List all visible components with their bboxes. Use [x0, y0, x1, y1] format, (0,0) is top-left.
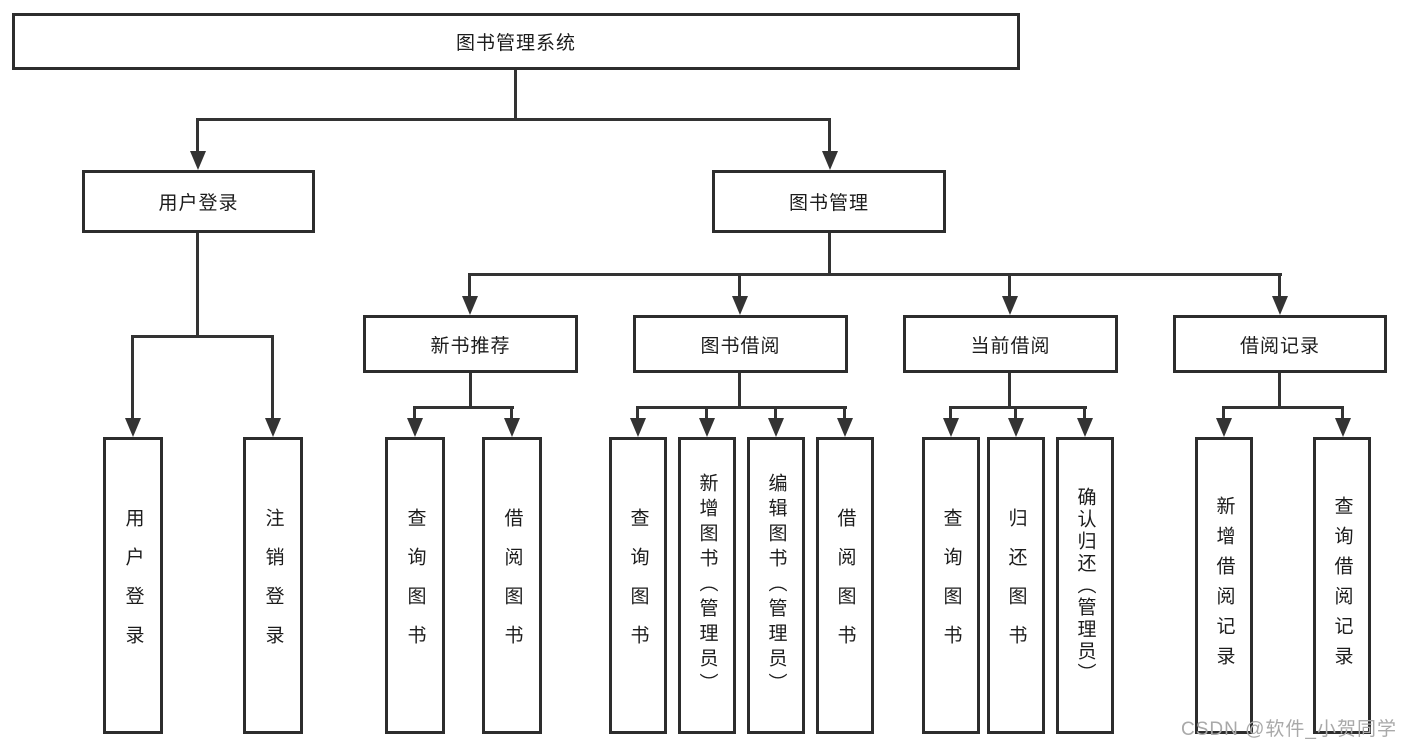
connector-line	[196, 233, 199, 337]
arrowhead-down-icon	[407, 418, 423, 437]
leaf-recommend-query-books-label: 查询图书	[404, 507, 426, 664]
node-current-borrow: 当前借阅	[903, 315, 1118, 373]
node-borrow-record: 借阅记录	[1173, 315, 1387, 373]
arrowhead-down-icon	[190, 151, 206, 170]
connector-line	[1008, 273, 1011, 298]
leaf-current-query-books: 查询图书	[922, 437, 980, 734]
connector-line	[1083, 406, 1086, 420]
arrowhead-down-icon	[1077, 418, 1093, 437]
node-borrow-record-label: 借阅记录	[1239, 335, 1320, 357]
connector-line	[413, 406, 514, 409]
node-user-login-label: 用户登录	[158, 193, 239, 214]
arrowhead-down-icon	[837, 418, 853, 437]
arrowhead-down-icon	[732, 296, 748, 315]
connector-line	[131, 335, 274, 338]
leaf-borrow-books: 借阅图书	[816, 437, 874, 734]
connector-line	[843, 406, 846, 420]
node-new-book-recommend: 新书推荐	[363, 315, 578, 373]
connector-line	[738, 273, 741, 298]
leaf-return-books: 归还图书	[987, 437, 1045, 734]
connector-line	[738, 373, 741, 408]
leaf-borrow-query-books: 查询图书	[609, 437, 667, 734]
connector-line	[949, 406, 1087, 409]
leaf-add-borrow-record-label: 新增借阅记录	[1213, 495, 1235, 676]
connector-line	[1222, 406, 1344, 409]
connector-line	[636, 406, 639, 420]
leaf-query-borrow-record-label: 查询借阅记录	[1331, 495, 1353, 676]
leaf-user-login: 用户登录	[103, 437, 163, 734]
connector-line	[1341, 406, 1344, 420]
leaf-user-login-label: 用户登录	[122, 507, 144, 664]
node-root-label: 图书管理系统	[455, 33, 576, 54]
leaf-recommend-query-books: 查询图书	[385, 437, 445, 734]
leaf-borrow-query-books-label: 查询图书	[627, 507, 649, 664]
leaf-logout: 注销登录	[243, 437, 303, 734]
node-root: 图书管理系统	[12, 13, 1020, 70]
csdn-watermark: CSDN @软件_小贺同学	[1181, 719, 1397, 740]
connector-line	[196, 118, 199, 154]
leaf-logout-label: 注销登录	[262, 507, 284, 664]
arrowhead-down-icon	[1008, 418, 1024, 437]
leaf-recommend-borrow-books-label: 借阅图书	[501, 507, 523, 664]
connector-line	[1278, 273, 1281, 298]
arrowhead-down-icon	[1335, 418, 1351, 437]
connector-line	[514, 70, 517, 119]
connector-line	[774, 406, 777, 420]
leaf-query-borrow-record: 查询借阅记录	[1313, 437, 1371, 734]
connector-line	[131, 335, 134, 419]
leaf-edit-books-admin: 编辑图书（管理员）	[747, 437, 805, 734]
arrowhead-down-icon	[504, 418, 520, 437]
arrowhead-down-icon	[768, 418, 784, 437]
connector-line	[413, 406, 416, 420]
node-book-management: 图书管理	[712, 170, 946, 233]
arrowhead-down-icon	[699, 418, 715, 437]
leaf-add-books-admin: 新增图书（管理员）	[678, 437, 736, 734]
connector-line	[1014, 406, 1017, 420]
connector-line	[1278, 373, 1281, 408]
arrowhead-down-icon	[630, 418, 646, 437]
connector-line	[705, 406, 708, 420]
leaf-recommend-borrow-books: 借阅图书	[482, 437, 542, 734]
connector-line	[468, 273, 471, 298]
arrowhead-down-icon	[1272, 296, 1288, 315]
leaf-confirm-return-admin: 确认归还（管理员）	[1056, 437, 1114, 734]
connector-line	[196, 118, 830, 121]
leaf-confirm-return-admin-label: 确认归还（管理员）	[1074, 486, 1096, 685]
connector-line	[510, 406, 513, 420]
arrowhead-down-icon	[462, 296, 478, 315]
arrowhead-down-icon	[943, 418, 959, 437]
node-new-book-recommend-label: 新书推荐	[430, 335, 511, 357]
connector-line	[271, 335, 274, 419]
arrowhead-down-icon	[822, 151, 838, 170]
arrowhead-down-icon	[1002, 296, 1018, 315]
leaf-edit-books-admin-label: 编辑图书（管理员）	[765, 473, 787, 698]
leaf-add-borrow-record: 新增借阅记录	[1195, 437, 1253, 734]
connector-line	[828, 118, 831, 154]
leaf-add-books-admin-label: 新增图书（管理员）	[696, 473, 718, 698]
connector-line	[468, 273, 1282, 276]
connector-line	[636, 406, 847, 409]
leaf-borrow-books-label: 借阅图书	[834, 507, 856, 664]
leaf-current-query-books-label: 查询图书	[940, 507, 962, 664]
leaf-return-books-label: 归还图书	[1005, 507, 1027, 664]
node-book-borrow-label: 图书借阅	[700, 335, 781, 357]
connector-line	[1008, 373, 1011, 408]
connector-line	[828, 233, 831, 275]
node-book-management-label: 图书管理	[788, 193, 869, 214]
arrowhead-down-icon	[125, 418, 141, 437]
node-book-borrow: 图书借阅	[633, 315, 848, 373]
arrowhead-down-icon	[1216, 418, 1232, 437]
node-current-borrow-label: 当前借阅	[970, 335, 1051, 357]
arrowhead-down-icon	[265, 418, 281, 437]
connector-line	[949, 406, 952, 420]
connector-line	[1222, 406, 1225, 420]
connector-line	[469, 373, 472, 408]
node-user-login: 用户登录	[82, 170, 315, 233]
